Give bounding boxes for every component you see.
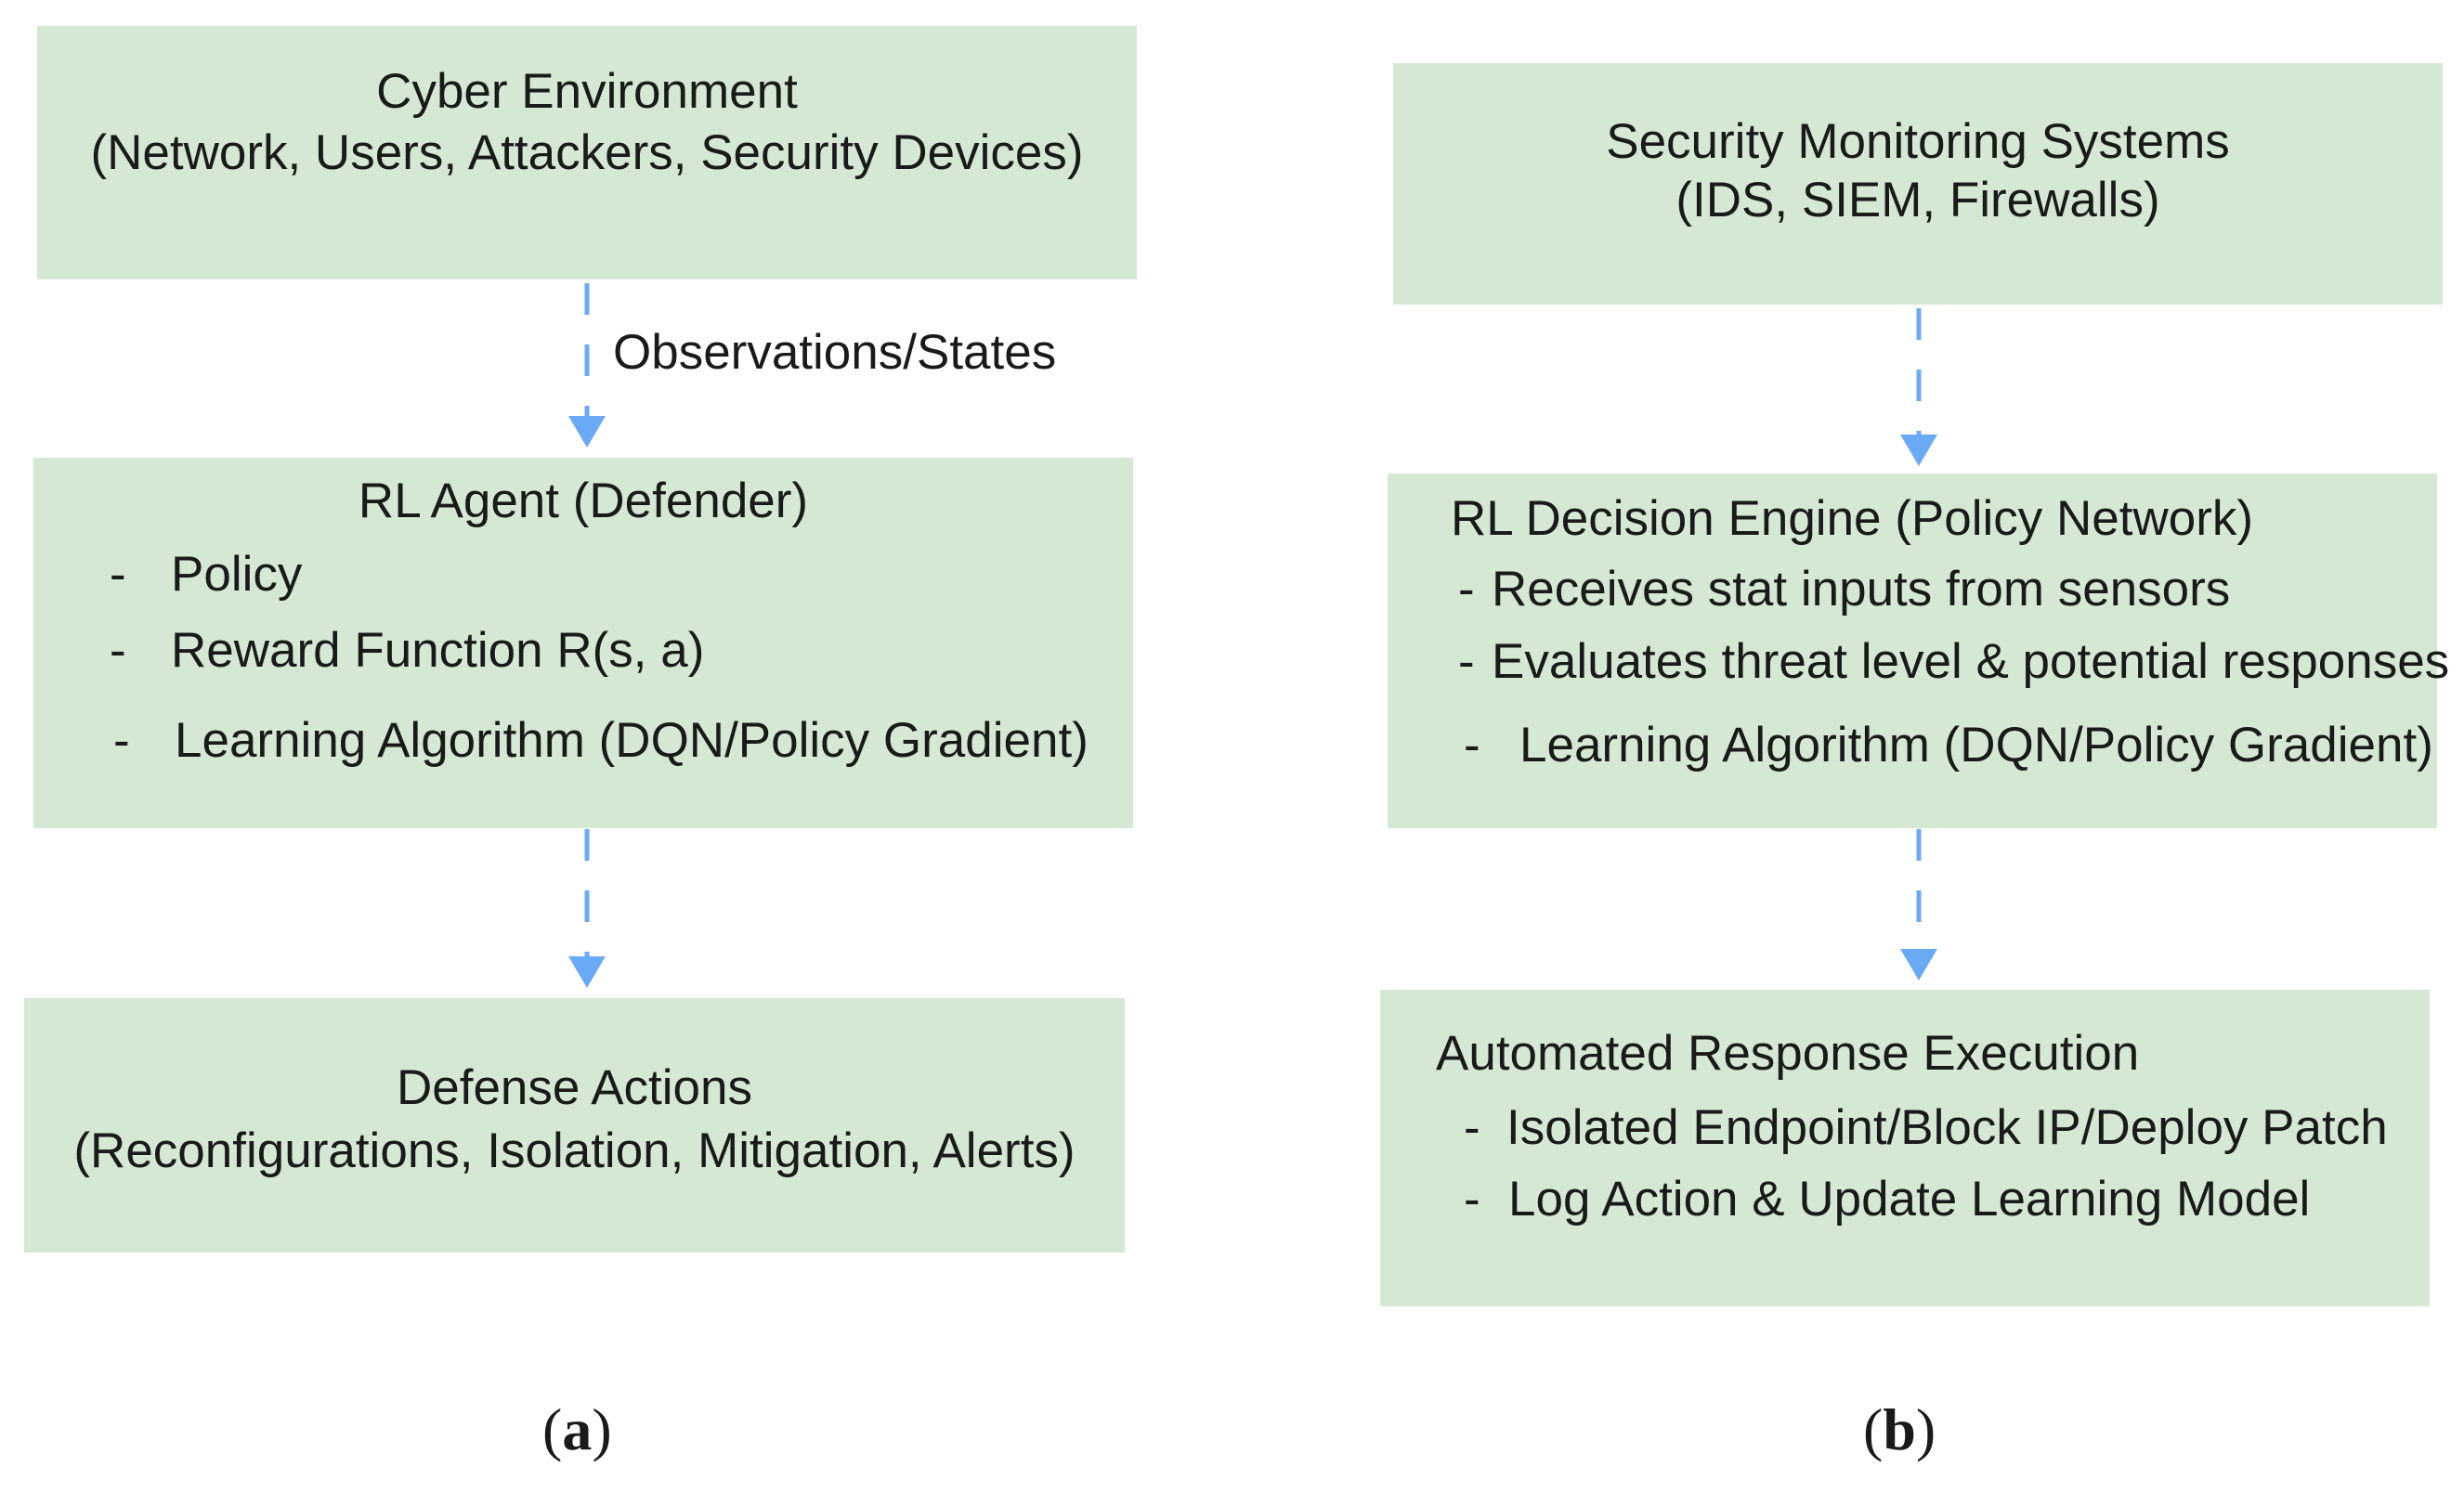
- arrowhead-icon: [568, 956, 606, 988]
- security-monitoring-subtitle: (IDS, SIEM, Firewalls): [1675, 173, 2160, 227]
- engine-item-receives-inputs: Receives stat inputs from sensors: [1492, 562, 2231, 617]
- agent-item-dash: -: [113, 713, 130, 768]
- agent-item-policy: Policy: [171, 547, 303, 602]
- agent-item-learning-algorithm: Learning Algorithm (DQN/Policy Gradient): [175, 713, 1089, 768]
- rl-agent-title: RL Agent (Defender): [358, 474, 809, 528]
- engine-item-dash: -: [1458, 562, 1475, 617]
- cyber-environment-box: Cyber Environment (Network, Users, Attac…: [37, 26, 1137, 279]
- response-item-log-action: Log Action & Update Learning Model: [1508, 1172, 2311, 1227]
- cyber-environment-subtitle: (Network, Users, Attackers, Security Dev…: [90, 125, 1084, 180]
- engine-item-dash: -: [1464, 718, 1480, 772]
- automated-response-title: Automated Response Execution: [1436, 1026, 2140, 1081]
- defense-actions-title: Defense Actions: [396, 1060, 752, 1115]
- panel-label-b: (b): [1863, 1396, 1936, 1462]
- agent-item-reward-function: Reward Function R(s, a): [171, 623, 705, 678]
- arrowhead-icon: [568, 416, 606, 448]
- security-monitoring-title: Security Monitoring Systems: [1606, 114, 2230, 169]
- edge-label-observations: Observations/States: [613, 325, 1057, 380]
- rl-decision-engine-box: RL Decision Engine (Policy Network) - Re…: [1388, 474, 2449, 828]
- rl-agent-box: RL Agent (Defender) - Policy - Reward Fu…: [33, 458, 1133, 828]
- defense-actions-subtitle: (Reconfigurations, Isolation, Mitigation…: [73, 1123, 1076, 1178]
- arrowhead-icon: [1900, 949, 1937, 980]
- cyber-environment-title: Cyber Environment: [376, 64, 798, 119]
- panel-label-a: (a): [542, 1396, 612, 1462]
- engine-item-dash: -: [1458, 634, 1475, 689]
- arrowhead-icon: [1900, 435, 1937, 466]
- agent-item-dash: -: [110, 547, 126, 602]
- defense-actions-box: Defense Actions (Reconfigurations, Isola…: [24, 998, 1125, 1253]
- engine-item-learning-algorithm: Learning Algorithm (DQN/Policy Gradient): [1519, 718, 2433, 772]
- rl-decision-engine-title: RL Decision Engine (Policy Network): [1451, 491, 2254, 546]
- agent-item-dash: -: [110, 623, 126, 678]
- response-item-dash: -: [1464, 1172, 1480, 1227]
- engine-item-evaluates-threat: Evaluates threat level & potential respo…: [1492, 634, 2450, 689]
- response-item-dash: -: [1464, 1100, 1480, 1155]
- response-item-isolated-endpoint: Isolated Endpoint/Block IP/Deploy Patch: [1506, 1100, 2388, 1155]
- security-monitoring-box: Security Monitoring Systems (IDS, SIEM, …: [1393, 63, 2443, 305]
- automated-response-box: Automated Response Execution - Isolated …: [1380, 990, 2430, 1306]
